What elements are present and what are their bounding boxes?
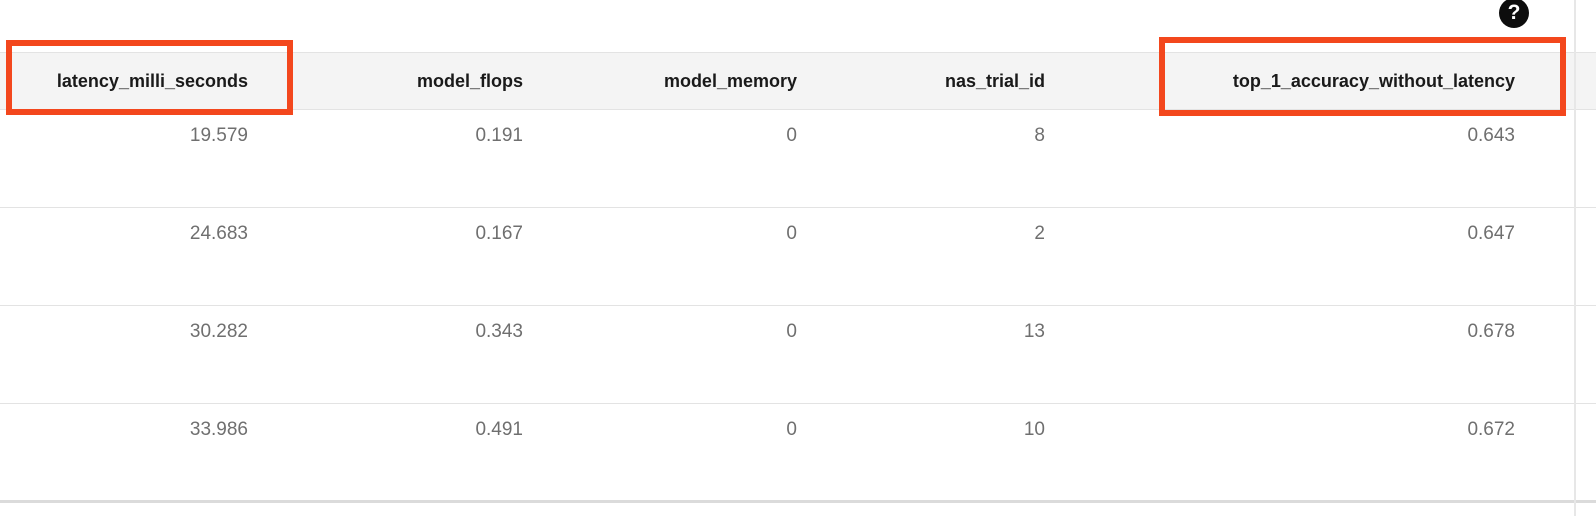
cell-model_flops: 0.491: [475, 419, 523, 440]
cell-model_flops: 0.343: [475, 321, 523, 342]
cell-model_memory: 0: [786, 419, 797, 440]
cell-nas_trial_id: 13: [1023, 321, 1045, 342]
column-header-model_flops[interactable]: model_flops: [416, 70, 523, 91]
table-row[interactable]: 30.282 0.343 0 13 0.678: [0, 306, 1596, 404]
cell-model_memory: 0: [786, 321, 797, 342]
table-row[interactable]: 33.986 0.491 0 10 0.672: [0, 404, 1596, 503]
cell-latency_milli_seconds: 24.683: [189, 223, 248, 244]
table-row[interactable]: 19.579 0.191 0 8 0.643: [0, 110, 1596, 208]
cell-model_flops: 0.191: [475, 125, 523, 146]
cell-top_1_accuracy_without_latency: 0.643: [1467, 125, 1515, 146]
cell-top_1_accuracy_without_latency: 0.647: [1467, 223, 1515, 244]
table-header-row: latency_milli_seconds model_flops model_me…: [0, 52, 1596, 110]
cell-nas_trial_id: 8: [1034, 125, 1045, 146]
table-body: 19.579 0.191 0 8 0.643 24.683 0.167 0 2 0.647 30.2…: [0, 110, 1596, 503]
cell-model_memory: 0: [786, 223, 797, 244]
column-header-model_memory[interactable]: model_memory: [663, 70, 797, 91]
cell-partial: [1574, 306, 1596, 403]
table-top-strip: ?: [0, 0, 1596, 52]
trials-table: latency_milli_seconds model_flops model_me…: [0, 52, 1596, 503]
cell-model_flops: 0.167: [475, 223, 523, 244]
cell-latency_milli_seconds: 30.282: [189, 321, 248, 342]
cell-partial: [1574, 110, 1596, 207]
column-header-nas_trial_id[interactable]: nas_trial_id: [944, 70, 1045, 91]
column-divider: [1574, 0, 1576, 516]
cell-latency_milli_seconds: 33.986: [189, 419, 248, 440]
cell-nas_trial_id: 10: [1023, 419, 1045, 440]
cell-model_memory: 0: [786, 125, 797, 146]
column-header-latency_milli_seconds[interactable]: latency_milli_seconds: [56, 70, 248, 91]
cell-top_1_accuracy_without_latency: 0.678: [1467, 321, 1515, 342]
cell-latency_milli_seconds: 19.579: [189, 125, 248, 146]
cell-partial: [1574, 404, 1596, 500]
help-icon[interactable]: ?: [1499, 0, 1529, 28]
cell-top_1_accuracy_without_latency: 0.672: [1467, 419, 1515, 440]
table-row[interactable]: 24.683 0.167 0 2 0.647: [0, 208, 1596, 306]
cell-nas_trial_id: 2: [1034, 223, 1045, 244]
cell-partial: [1574, 208, 1596, 305]
column-header-top_1_accuracy_without_latency[interactable]: top_1_accuracy_without_latency: [1232, 70, 1515, 91]
